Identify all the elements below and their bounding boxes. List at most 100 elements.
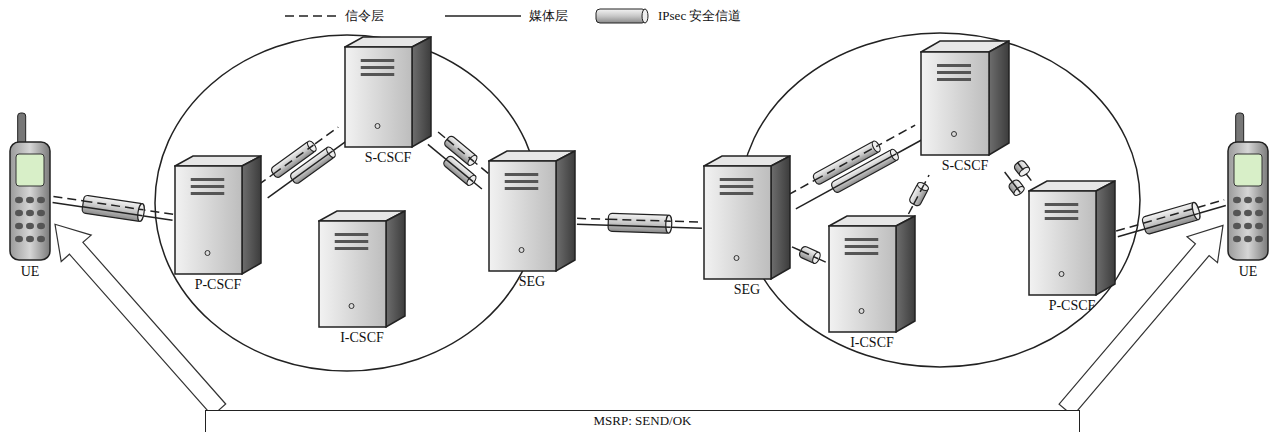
server-side [242, 156, 261, 274]
phone-key [26, 210, 34, 216]
ipsec-tunnel [1141, 202, 1201, 235]
server-led [1059, 272, 1064, 277]
phone-key [1255, 197, 1263, 203]
phone-key [37, 210, 45, 216]
network-server: I-CSCF [318, 210, 406, 346]
node-label: SEG [734, 282, 760, 298]
server-slot [845, 238, 879, 241]
server-slot [937, 64, 971, 67]
server-icon [174, 155, 262, 275]
server-slot [1045, 203, 1079, 206]
legend-label: 媒体层 [529, 8, 568, 24]
network-server: SEG [703, 155, 791, 298]
ipsec-tunnel [442, 155, 477, 187]
server-slot [335, 247, 369, 250]
ipsec-tunnel [830, 148, 900, 194]
user-equipment: UE [1226, 112, 1270, 280]
node-label: UE [21, 264, 40, 280]
server-icon [488, 150, 576, 272]
phone-key [15, 236, 23, 242]
server-front [175, 166, 242, 274]
node-label: I-CSCF [850, 335, 894, 351]
server-led [205, 251, 210, 256]
phone-key [26, 223, 34, 229]
server-icon [920, 40, 1010, 156]
node-label: P-CSCF [1049, 298, 1096, 314]
link-connector [258, 127, 347, 198]
legend-sample [285, 7, 337, 25]
network-server: I-CSCF [828, 215, 916, 351]
server-led [349, 304, 354, 309]
phone-body [10, 142, 50, 260]
node-label: UE [1239, 264, 1258, 280]
phone-key [15, 210, 23, 216]
server-icon [703, 155, 791, 280]
server-front [921, 52, 989, 155]
node-label: SEG [519, 274, 545, 290]
server-led [734, 256, 739, 261]
legend-label: IPsec 安全信道 [658, 8, 741, 24]
ipsec-tunnel [82, 195, 146, 222]
server-icon [1028, 180, 1116, 296]
server-led [859, 309, 864, 314]
server-slot [937, 78, 971, 81]
link-connector [428, 132, 492, 189]
server-slot [1045, 210, 1079, 213]
phone-screen [1234, 154, 1262, 186]
ipsec-tunnel [798, 245, 821, 264]
server-side [771, 156, 790, 279]
server-slot [191, 192, 225, 195]
server-slot [335, 240, 369, 243]
server-slot [505, 187, 539, 190]
visited-network-ellipse [740, 33, 1140, 367]
phone-key [37, 223, 45, 229]
legend-item: IPsec 安全信道 [592, 7, 741, 25]
server-front [704, 166, 771, 279]
ipsec-tunnel [908, 181, 929, 207]
server-slot [505, 180, 539, 183]
phone-key [1233, 223, 1241, 229]
server-side [386, 211, 405, 327]
network-server: S-CSCF [344, 36, 432, 166]
link-connector [792, 245, 827, 264]
phone-key [1233, 236, 1241, 242]
legend-label: 信令层 [345, 8, 384, 24]
ipsec-tunnel [1008, 178, 1026, 197]
phone-key [1255, 236, 1263, 242]
server-slot [361, 59, 395, 62]
link-connector [53, 195, 174, 222]
server-slot [937, 71, 971, 74]
phone-key [1255, 210, 1263, 216]
server-side [896, 216, 915, 332]
node-label: I-CSCF [340, 330, 384, 346]
server-front [319, 221, 386, 327]
server-front [345, 47, 412, 147]
phone-icon [1226, 112, 1270, 262]
network-server: P-CSCF [174, 155, 262, 293]
server-slot [845, 245, 879, 248]
legend-item: 媒体层 [445, 7, 568, 25]
ipsec-tunnel [608, 213, 672, 233]
link-connector [908, 175, 929, 214]
server-slot [720, 192, 754, 195]
server-slot [845, 252, 879, 255]
phone-key [1255, 223, 1263, 229]
phone-key [26, 197, 34, 203]
server-front [489, 161, 556, 271]
server-slot [335, 233, 369, 236]
phone-key [37, 197, 45, 203]
server-side [556, 151, 575, 271]
server-icon [344, 36, 432, 148]
home-network-ellipse [155, 35, 539, 371]
server-side [1096, 181, 1115, 295]
phone-key [15, 223, 23, 229]
phone-key [1233, 210, 1241, 216]
link-connector [577, 213, 702, 233]
phone-key [15, 197, 23, 203]
server-icon [828, 215, 916, 333]
server-icon [318, 210, 406, 328]
protocol-label: MSRP: SEND/OK [594, 411, 692, 429]
network-server: SEG [488, 150, 576, 290]
ipsec-tunnel [289, 146, 337, 185]
node-label: P-CSCF [195, 277, 242, 293]
